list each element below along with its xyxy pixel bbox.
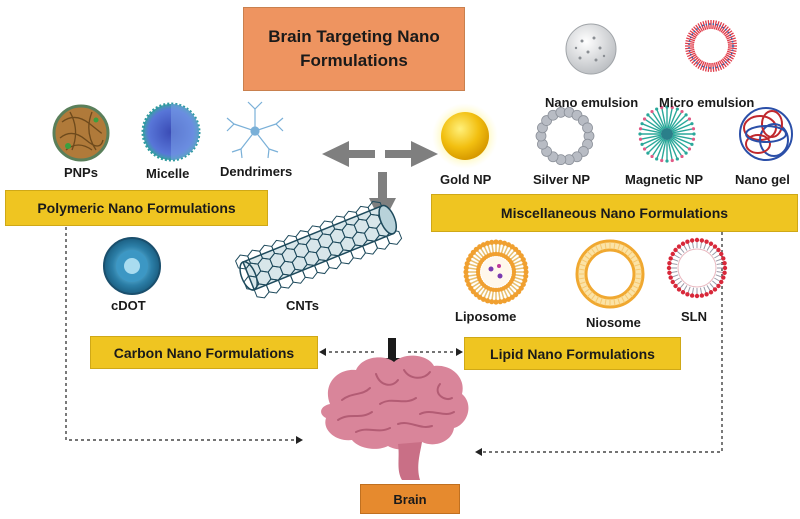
nano-emulsion-icon — [565, 23, 617, 75]
label-silver-np: Silver NP — [533, 172, 591, 187]
label-sln: SLN — [681, 309, 707, 324]
label-niosome: Niosome — [586, 315, 641, 330]
sln-icon — [666, 237, 728, 299]
label-pnps: PNPs — [64, 165, 98, 180]
connector-misc-brain — [475, 232, 723, 456]
brain-box: Brain — [360, 484, 460, 514]
liposome-icon — [463, 239, 529, 305]
connector-polymeric-brain — [65, 227, 303, 444]
arrow-right — [385, 141, 438, 167]
title-box: Brain Targeting Nano Formulations — [243, 7, 465, 91]
micelle-icon — [141, 102, 201, 162]
niosome-icon — [575, 239, 645, 309]
label-cdot: cDOT — [111, 298, 146, 313]
cnts-icon — [235, 200, 403, 299]
micro-emulsion-icon — [685, 20, 737, 72]
polymeric-category-box: Polymeric Nano Formulations — [5, 190, 268, 226]
gold-np-icon — [432, 103, 498, 169]
nano-gel-icon — [739, 107, 793, 161]
label-liposome: Liposome — [455, 309, 517, 324]
brain-icon — [321, 355, 469, 480]
label-nano-emulsion: Nano emulsion — [545, 95, 639, 110]
carbon-category-box: Carbon Nano Formulations — [90, 336, 318, 369]
dotted-connectors — [65, 227, 723, 456]
label-micro-emulsion: Micro emulsion — [659, 95, 755, 110]
label-cnts: CNTs — [286, 298, 319, 313]
cdot-icon — [103, 237, 161, 295]
miscellaneous-category-box: Miscellaneous Nano Formulations — [431, 194, 798, 232]
magnetic-np-icon — [638, 105, 696, 163]
label-nano-gel: Nano gel — [735, 172, 790, 187]
label-gold-np: Gold NP — [440, 172, 492, 187]
lipid-category-box: Lipid Nano Formulations — [464, 337, 681, 370]
pnps-icon — [52, 104, 110, 162]
label-dendrimers: Dendrimers — [220, 164, 293, 179]
label-magnetic-np: Magnetic NP — [625, 172, 704, 187]
silver-np-icon — [535, 106, 595, 166]
dendrimers-icon — [226, 101, 284, 159]
arrow-left — [322, 141, 375, 167]
label-micelle: Micelle — [146, 166, 190, 181]
